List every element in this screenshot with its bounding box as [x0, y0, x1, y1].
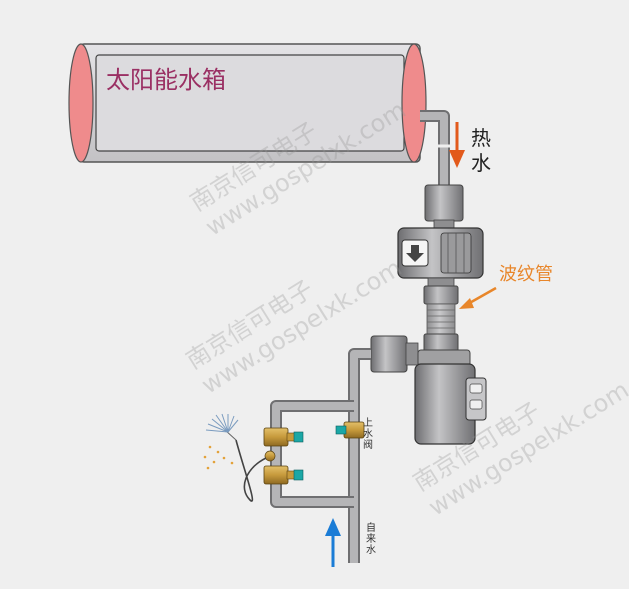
flow-direction-icon — [406, 245, 424, 262]
hot-water-arrow — [449, 122, 465, 168]
tank-label: 太阳能水箱 — [106, 66, 226, 94]
inlet-valve — [335, 421, 365, 439]
water-spray — [205, 413, 239, 433]
tap-water-label: 自来水 — [366, 523, 376, 556]
hot-water-pipe — [420, 110, 452, 192]
solar-water-tank — [68, 43, 427, 163]
branch-valve-lower — [263, 465, 304, 485]
bellows-arrowhead — [459, 298, 474, 309]
hot-water-label-1: 热 — [471, 126, 491, 150]
tap-water-arrow — [325, 518, 341, 567]
inlet-valve-label: 上水阀 — [363, 418, 373, 451]
tank-right-cap — [401, 43, 427, 163]
circulation-pump — [397, 227, 484, 279]
upper-union-fitting — [424, 184, 464, 229]
shower-hose — [224, 429, 267, 502]
supply-pipework — [270, 348, 371, 563]
booster-body — [414, 349, 487, 445]
bellows-pipe-label: 波纹管 — [499, 264, 553, 285]
water-droplets — [203, 445, 234, 470]
branch-valve-upper — [263, 427, 304, 447]
bellows-pipe — [423, 277, 459, 353]
hot-water-label-2: 水 — [471, 151, 491, 175]
inlet-valve-handle — [335, 425, 347, 435]
tank-left-cap — [68, 43, 94, 163]
side-union-fitting — [370, 335, 419, 373]
hose-nozzle — [264, 450, 276, 462]
